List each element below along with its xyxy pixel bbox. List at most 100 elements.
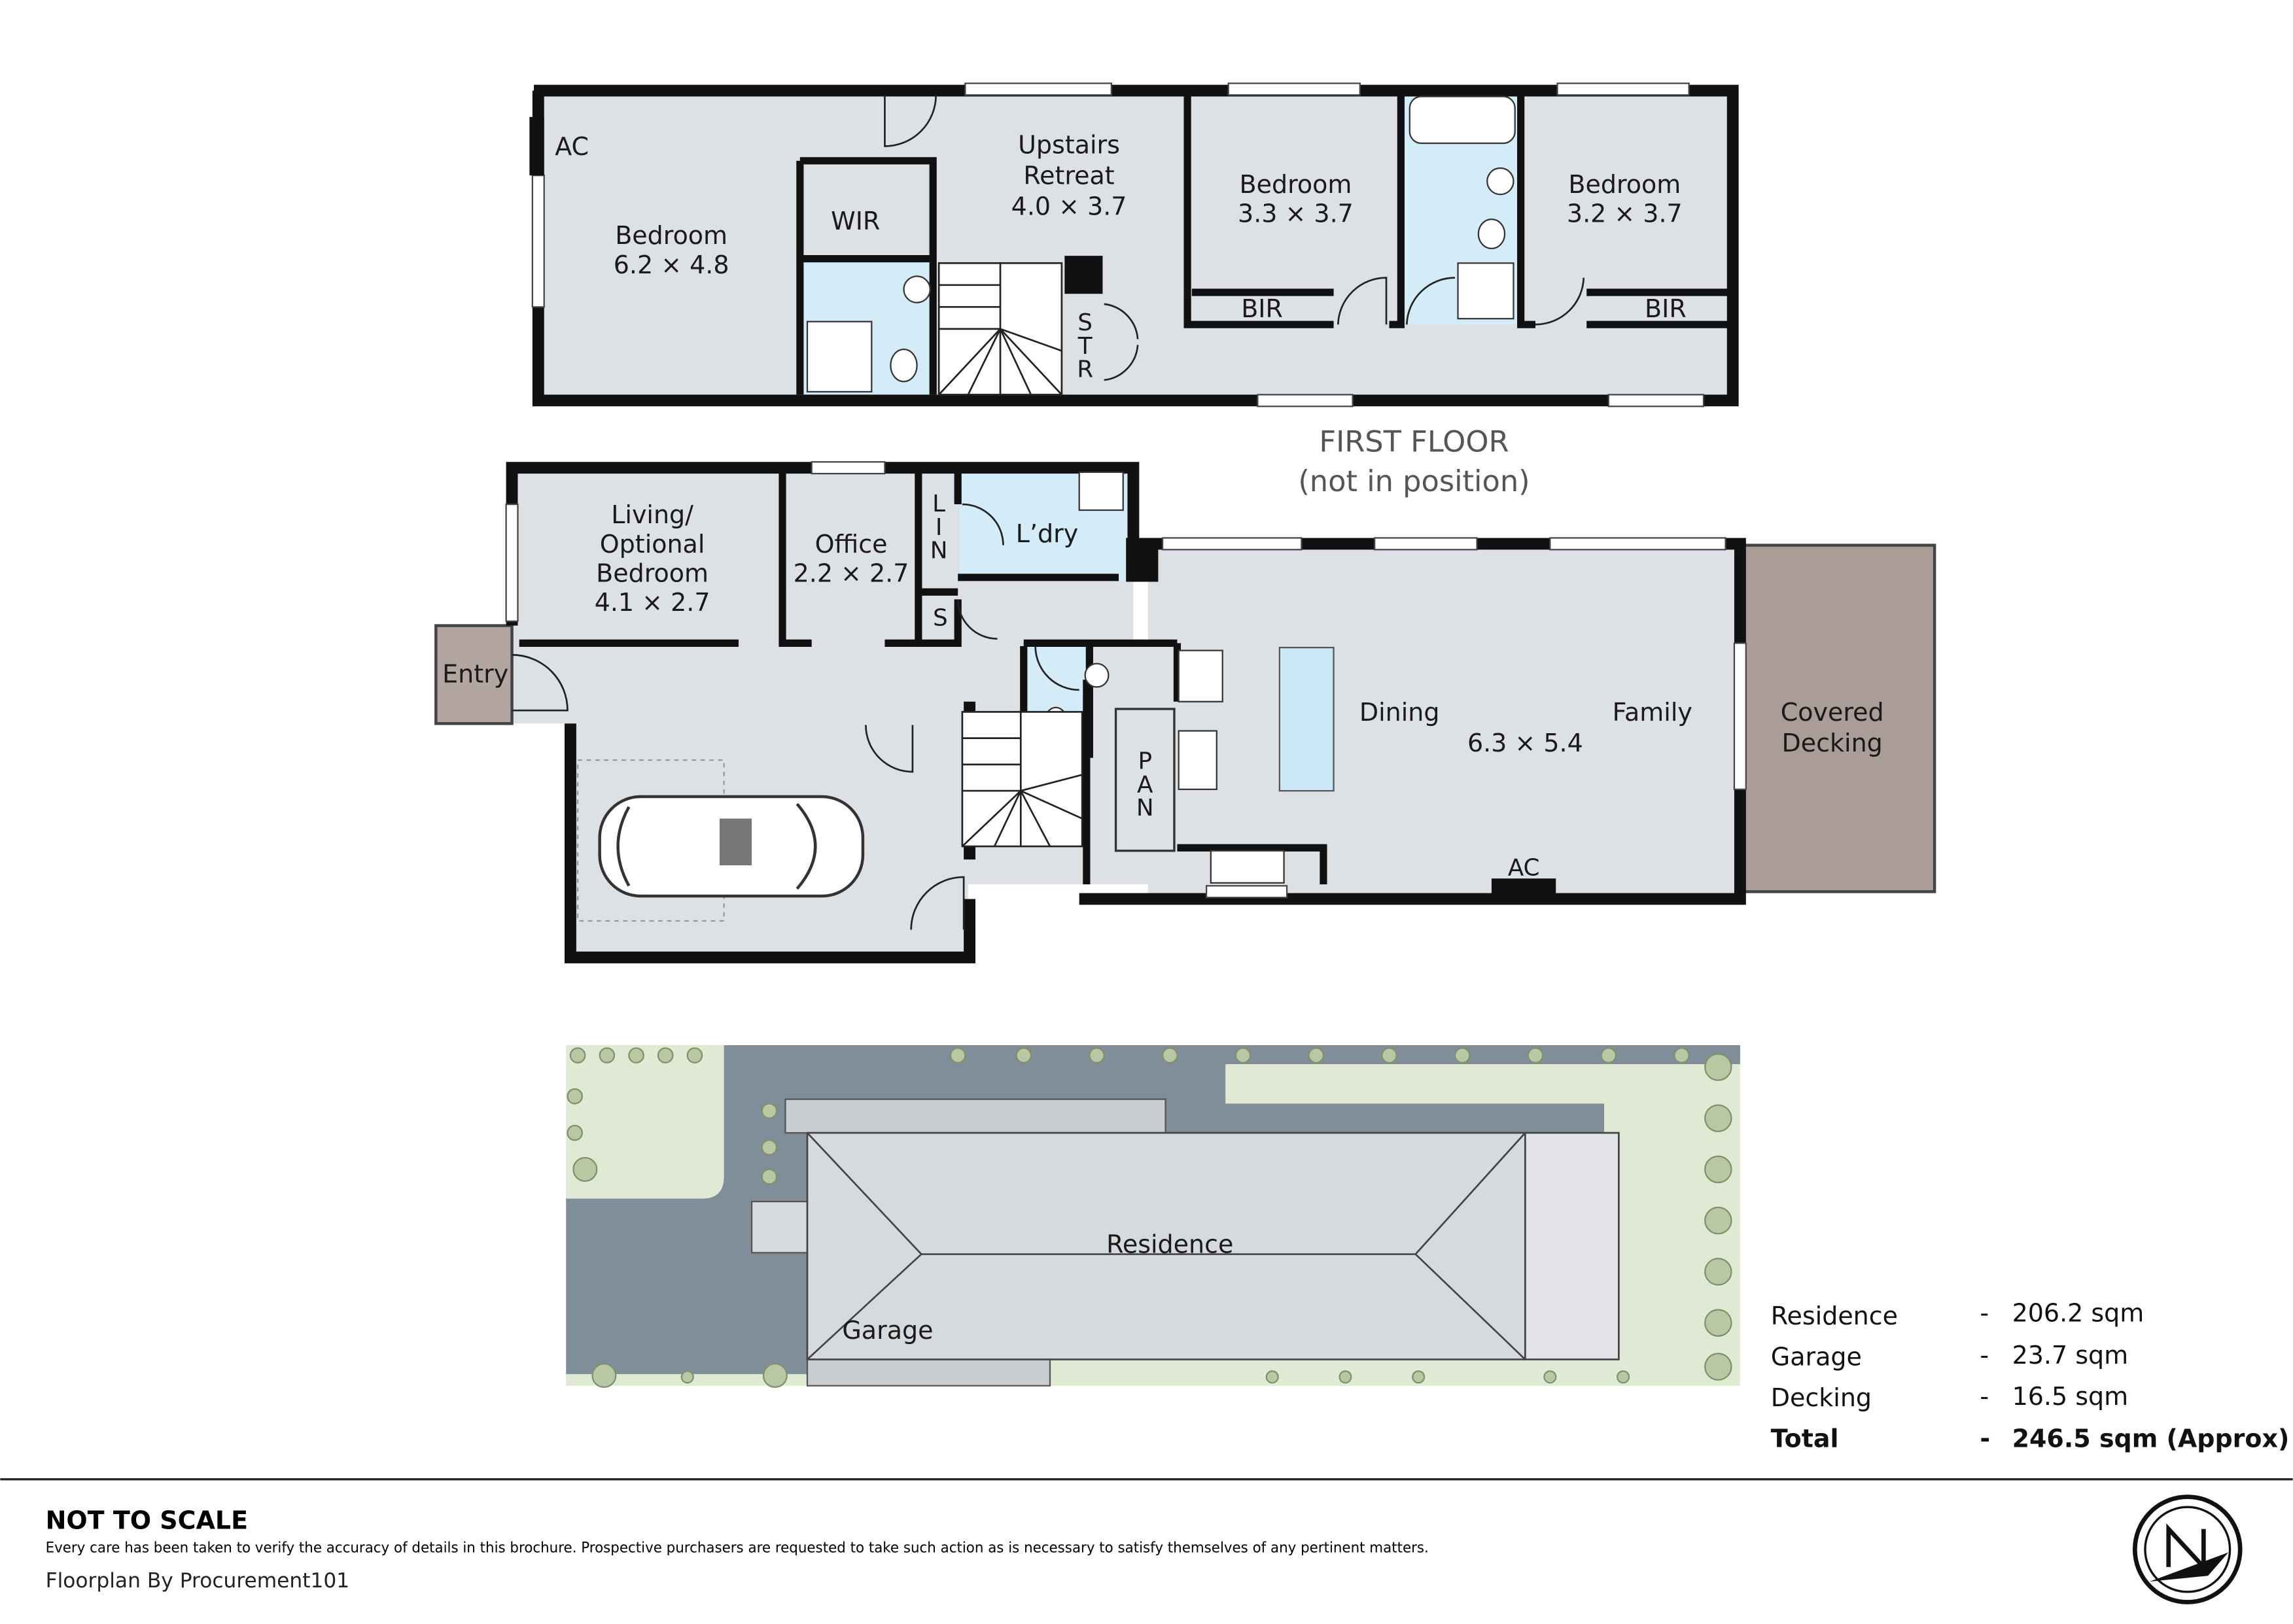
door-swing [1535,277,1585,326]
window [811,461,886,475]
window [1227,82,1361,96]
area-value-garage: 23.7 sqm [2012,1341,2129,1370]
decking-label-1: Covered [1781,698,1884,727]
residence-label: Residence [1106,1230,1233,1258]
bedroom2-dims: 3.3 × 3.7 [1238,199,1354,228]
area-value-decking: 16.5 sqm [2012,1382,2129,1411]
window [1556,82,1690,96]
driveway-side [784,1098,1166,1134]
lin-label-i: I [936,514,943,541]
window [531,175,545,308]
storage-label: S [933,605,948,632]
bedroom3-bir: BIR [1645,294,1687,323]
stair-core [1064,256,1103,294]
window [964,82,1112,96]
not-to-scale-heading: NOT TO SCALE [46,1506,248,1535]
hedge-border [567,1047,1732,1389]
door-swing [1405,277,1456,325]
car-icon [576,759,865,922]
living-label-2: Optional [600,530,705,559]
window [1549,537,1726,551]
area-sep: - [1980,1298,1989,1327]
door-swing [865,725,914,773]
area-label-residence: Residence [1771,1302,1898,1330]
bin-area [750,1200,809,1254]
ac-label: AC [1508,855,1540,882]
area-label-total: Total [1771,1425,1839,1453]
ac-label: AC [555,132,589,161]
window [1607,394,1705,407]
kitchen-sink-icon [1210,850,1285,884]
wir-label: WIR [831,207,880,235]
window [505,503,519,622]
first-floor-fill [538,88,1732,401]
north-arrow-icon [2132,1494,2243,1604]
bathtub-icon [1409,95,1516,145]
retreat-dims: 4.0 × 3.7 [1011,192,1127,221]
area-sep: - [1980,1341,1989,1370]
fridge-icon [1178,649,1223,702]
decking-label-2: Decking [1782,729,1883,757]
ac-unit [1491,878,1556,893]
window [1161,537,1303,551]
door-swing [962,503,1004,545]
str-label-s: S [1077,309,1093,336]
door-swing [1337,277,1388,325]
residence-roof [806,1132,1620,1360]
door-swing [512,653,569,712]
ac-unit [529,116,544,176]
door-swing [956,599,998,640]
lin-label-l: L [932,491,945,517]
first-floor-subtitle: (not in position) [1298,464,1530,498]
column [1126,538,1159,582]
door-swing [1104,303,1139,381]
area-sep: - [1980,1382,1989,1411]
window [1374,537,1478,551]
internal-walls [796,90,1733,395]
basin-icon [1084,663,1110,688]
str-label-r: R [1077,356,1093,383]
dining-label: Dining [1359,698,1440,727]
internal-walls [519,468,1327,885]
laundry-label: L’dry [1016,519,1078,548]
shower-icon [806,320,873,393]
area-sep: - [1980,1425,1990,1453]
retreat-name-1: Upstairs [1018,131,1120,160]
bedroom3-dims: 3.2 × 3.7 [1567,199,1683,228]
ground-floor-stairs [961,711,1083,848]
area-label-decking: Decking [1771,1383,1872,1412]
laundry-tub-icon [1078,471,1124,511]
site-plan: Residence Garage [566,1045,1740,1389]
pan-label-n: N [1136,795,1154,821]
living-main-fill [1147,544,1738,895]
bedroom1-dims: 6.2 × 4.8 [614,251,729,279]
decking-fill [1738,544,1936,893]
basin-icon [1486,167,1514,196]
cooktop-icon [1178,730,1217,790]
bedroom3-name: Bedroom [1568,170,1681,199]
pan-label-p: P [1138,748,1152,775]
office-dims: 2.2 × 2.7 [794,559,909,587]
area-value-residence: 206.2 sqm [2012,1298,2144,1327]
area-table: Residence - 206.2 sqm Garage - 23.7 sqm … [1771,1298,2290,1453]
door-swing [910,876,965,930]
basin-icon [903,275,931,303]
family-label: Family [1613,698,1692,727]
toilet-icon [890,349,918,383]
office-name: Office [815,530,888,559]
garage-strip [806,1358,1051,1387]
lin-label-n: N [930,538,948,564]
shower-icon [1457,262,1514,320]
sliding-door [1733,642,1747,790]
first-floor-stairs [937,262,1063,396]
window [1257,394,1354,407]
first-floor-title: FIRST FLOOR [1319,425,1509,459]
str-label-t: T [1077,333,1093,360]
first-floor-plan: AC Bedroom 6.2 × 4.8 WIR Upstairs Retrea… [529,82,1739,498]
area-value-total: 246.5 sqm (Approx) [2012,1425,2290,1453]
credit-text: Floorplan By Procurement101 [46,1569,350,1593]
living-dims: 4.1 × 2.7 [595,588,710,617]
window [1206,885,1288,899]
living-label-3: Bedroom [596,559,709,587]
